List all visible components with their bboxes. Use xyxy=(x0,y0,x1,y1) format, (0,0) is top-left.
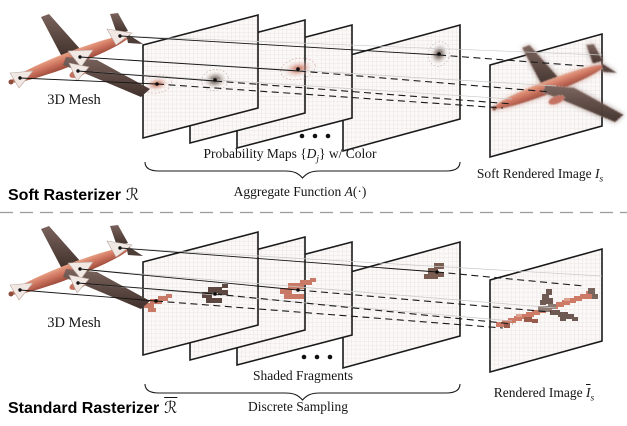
standard-rasterizer-symbol: ℛ xyxy=(164,398,178,417)
aggregate-function-label: Aggregate Function A(·) xyxy=(233,184,367,200)
soft-rendered-image-label: Soft Rendered Image Is xyxy=(476,166,604,185)
mesh-airplane-top xyxy=(8,13,150,97)
soft-rendered-image-text: Soft Rendered Image xyxy=(476,166,595,181)
soft-rasterizer-row xyxy=(8,13,624,179)
shaded-fragment-3 xyxy=(280,278,316,299)
soft-rendered-image-symbol: I xyxy=(594,166,600,181)
standard-rasterizer-title-text: Standard Rasterizer xyxy=(8,400,160,417)
mesh-airplane-bottom xyxy=(8,225,150,309)
aggregate-function-args: (·) xyxy=(352,184,367,199)
fragment-plane-4 xyxy=(342,241,461,369)
projection-rays-top xyxy=(19,35,603,109)
standard-rasterizer-row xyxy=(8,225,603,401)
aggregate-function-symbol: A xyxy=(344,184,353,199)
discrete-sampling-text: Discrete Sampling xyxy=(247,399,349,414)
rendered-image-label: Rendered Image Is xyxy=(493,385,595,404)
mesh-label-top-text: 3D Mesh xyxy=(47,92,101,108)
soft-rasterizer-symbol: ℛ xyxy=(125,185,140,204)
mesh-label-bottom-text: 3D Mesh xyxy=(47,315,101,331)
projection-rays-bottom xyxy=(19,247,603,329)
ellipsis-dots-bottom xyxy=(301,354,333,360)
shaded-fragments-label: Shaded Fragments xyxy=(252,368,354,384)
pixelated-airplane xyxy=(496,288,598,328)
soft-rendered-image-subscript: s xyxy=(599,174,604,185)
ellipsis-dots-top xyxy=(299,133,331,139)
probability-maps-prefix: Probability Maps { xyxy=(203,146,307,161)
shaded-fragment-2 xyxy=(202,284,228,303)
aggregate-function-text: Aggregate Function xyxy=(233,184,345,199)
shaded-fragment-4 xyxy=(424,263,444,279)
rendered-image-text: Rendered Image xyxy=(493,385,587,400)
probability-maps-suffix: } w/ Color xyxy=(319,146,377,161)
rendered-image-subscript: s xyxy=(590,393,595,404)
rendered-image-symbol: I xyxy=(586,385,591,400)
sampling-brace xyxy=(144,383,461,401)
mesh-label-top: 3D Mesh xyxy=(47,92,101,109)
discrete-sampling-label: Discrete Sampling xyxy=(247,399,349,415)
soft-rasterizer-title-text: Soft Rasterizer xyxy=(8,187,121,204)
probability-maps-subscript: j xyxy=(316,154,320,165)
shaded-fragments-text: Shaded Fragments xyxy=(252,368,354,383)
probability-maps-label: Probability Maps {Dj} w/ Color xyxy=(203,146,377,165)
mesh-label-bottom: 3D Mesh xyxy=(47,315,101,332)
probability-maps-symbol: D xyxy=(306,146,317,161)
